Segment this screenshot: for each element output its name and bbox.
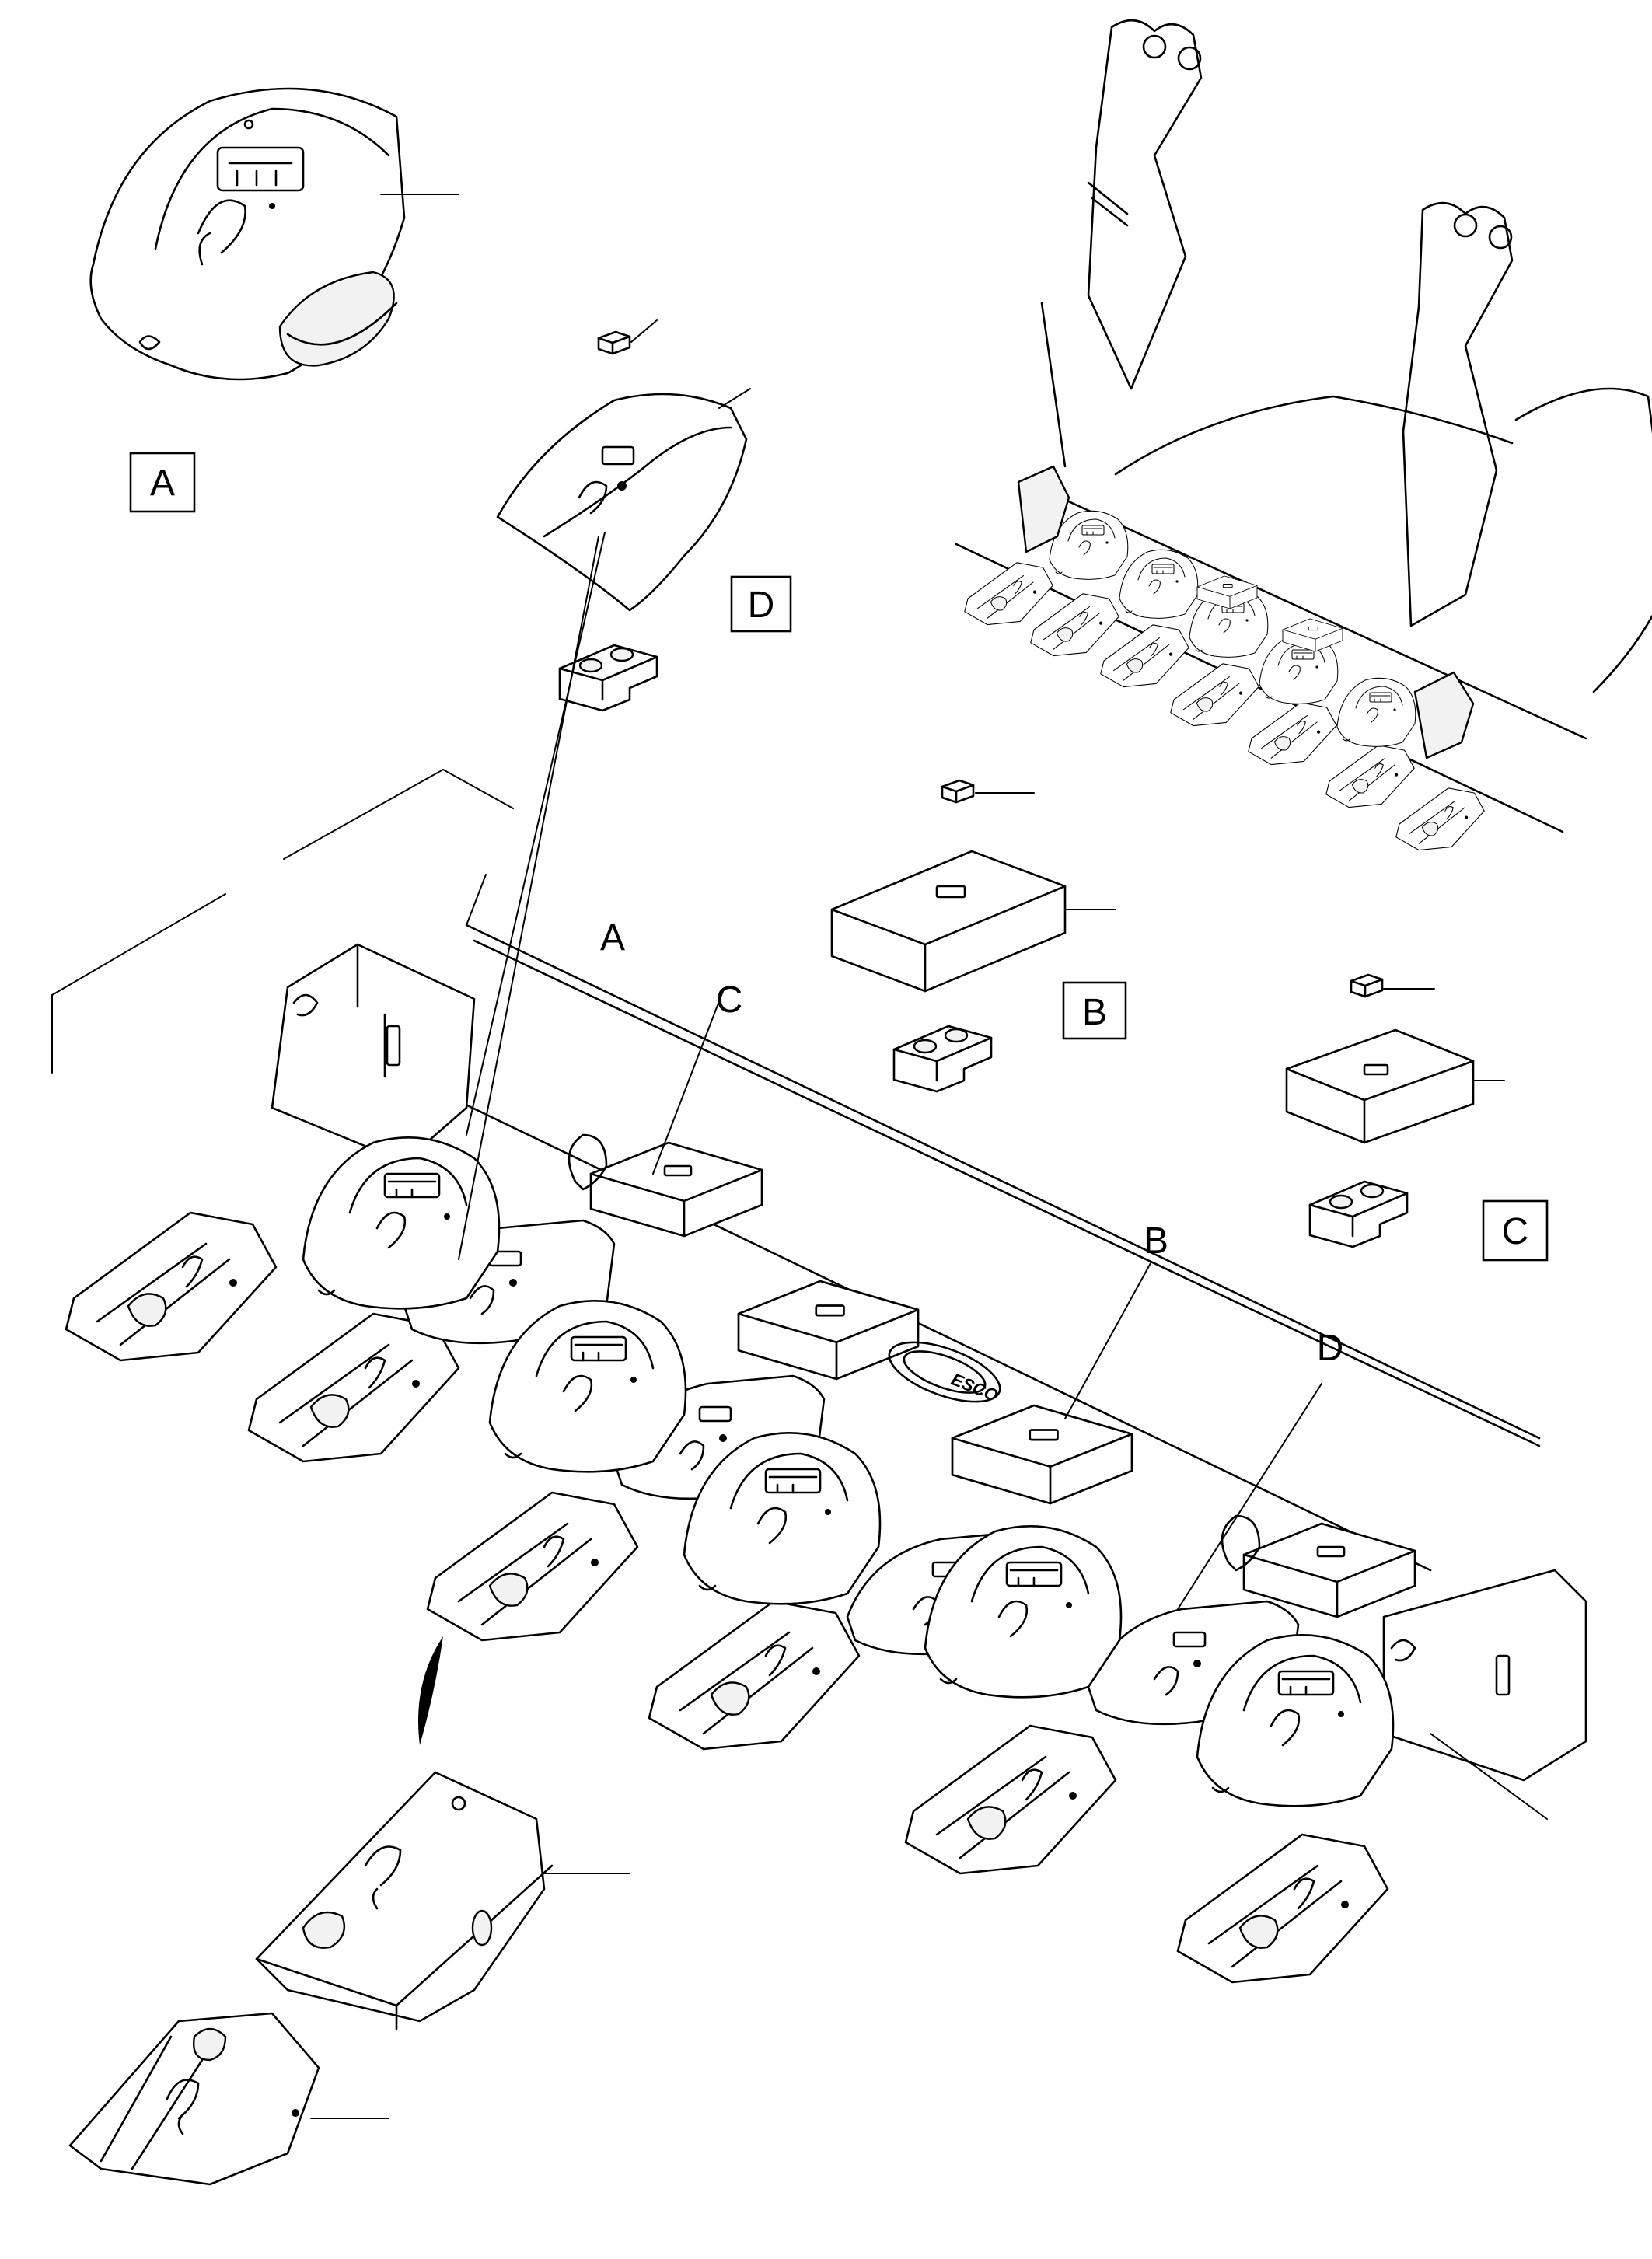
callout-c: C <box>716 979 743 1021</box>
label-box-d <box>730 575 792 633</box>
label-box-c <box>1482 1199 1549 1262</box>
label-box-c-text: C <box>1502 1211 1529 1252</box>
callout-a: A <box>600 917 625 958</box>
plate-c-detail <box>1285 973 1505 1248</box>
exploded-tooth-point <box>68 2012 389 2186</box>
bucket-lip-assembly: ESCO <box>51 532 1587 1984</box>
label-box-d-text: D <box>748 585 775 626</box>
label-box-b <box>1062 981 1127 1040</box>
plate-b-detail <box>830 779 1116 1093</box>
label-box-a-text: A <box>150 463 175 504</box>
callout-b: B <box>1144 1220 1168 1262</box>
callout-d: D <box>1317 1328 1344 1369</box>
label-box-a <box>129 452 196 513</box>
bucket-overview <box>955 19 1652 851</box>
label-box-b-text: B <box>1082 992 1107 1033</box>
wing-shroud-d-detail <box>496 319 751 712</box>
shroud-a-detail <box>89 87 459 381</box>
exploded-adapter <box>255 1636 630 2030</box>
